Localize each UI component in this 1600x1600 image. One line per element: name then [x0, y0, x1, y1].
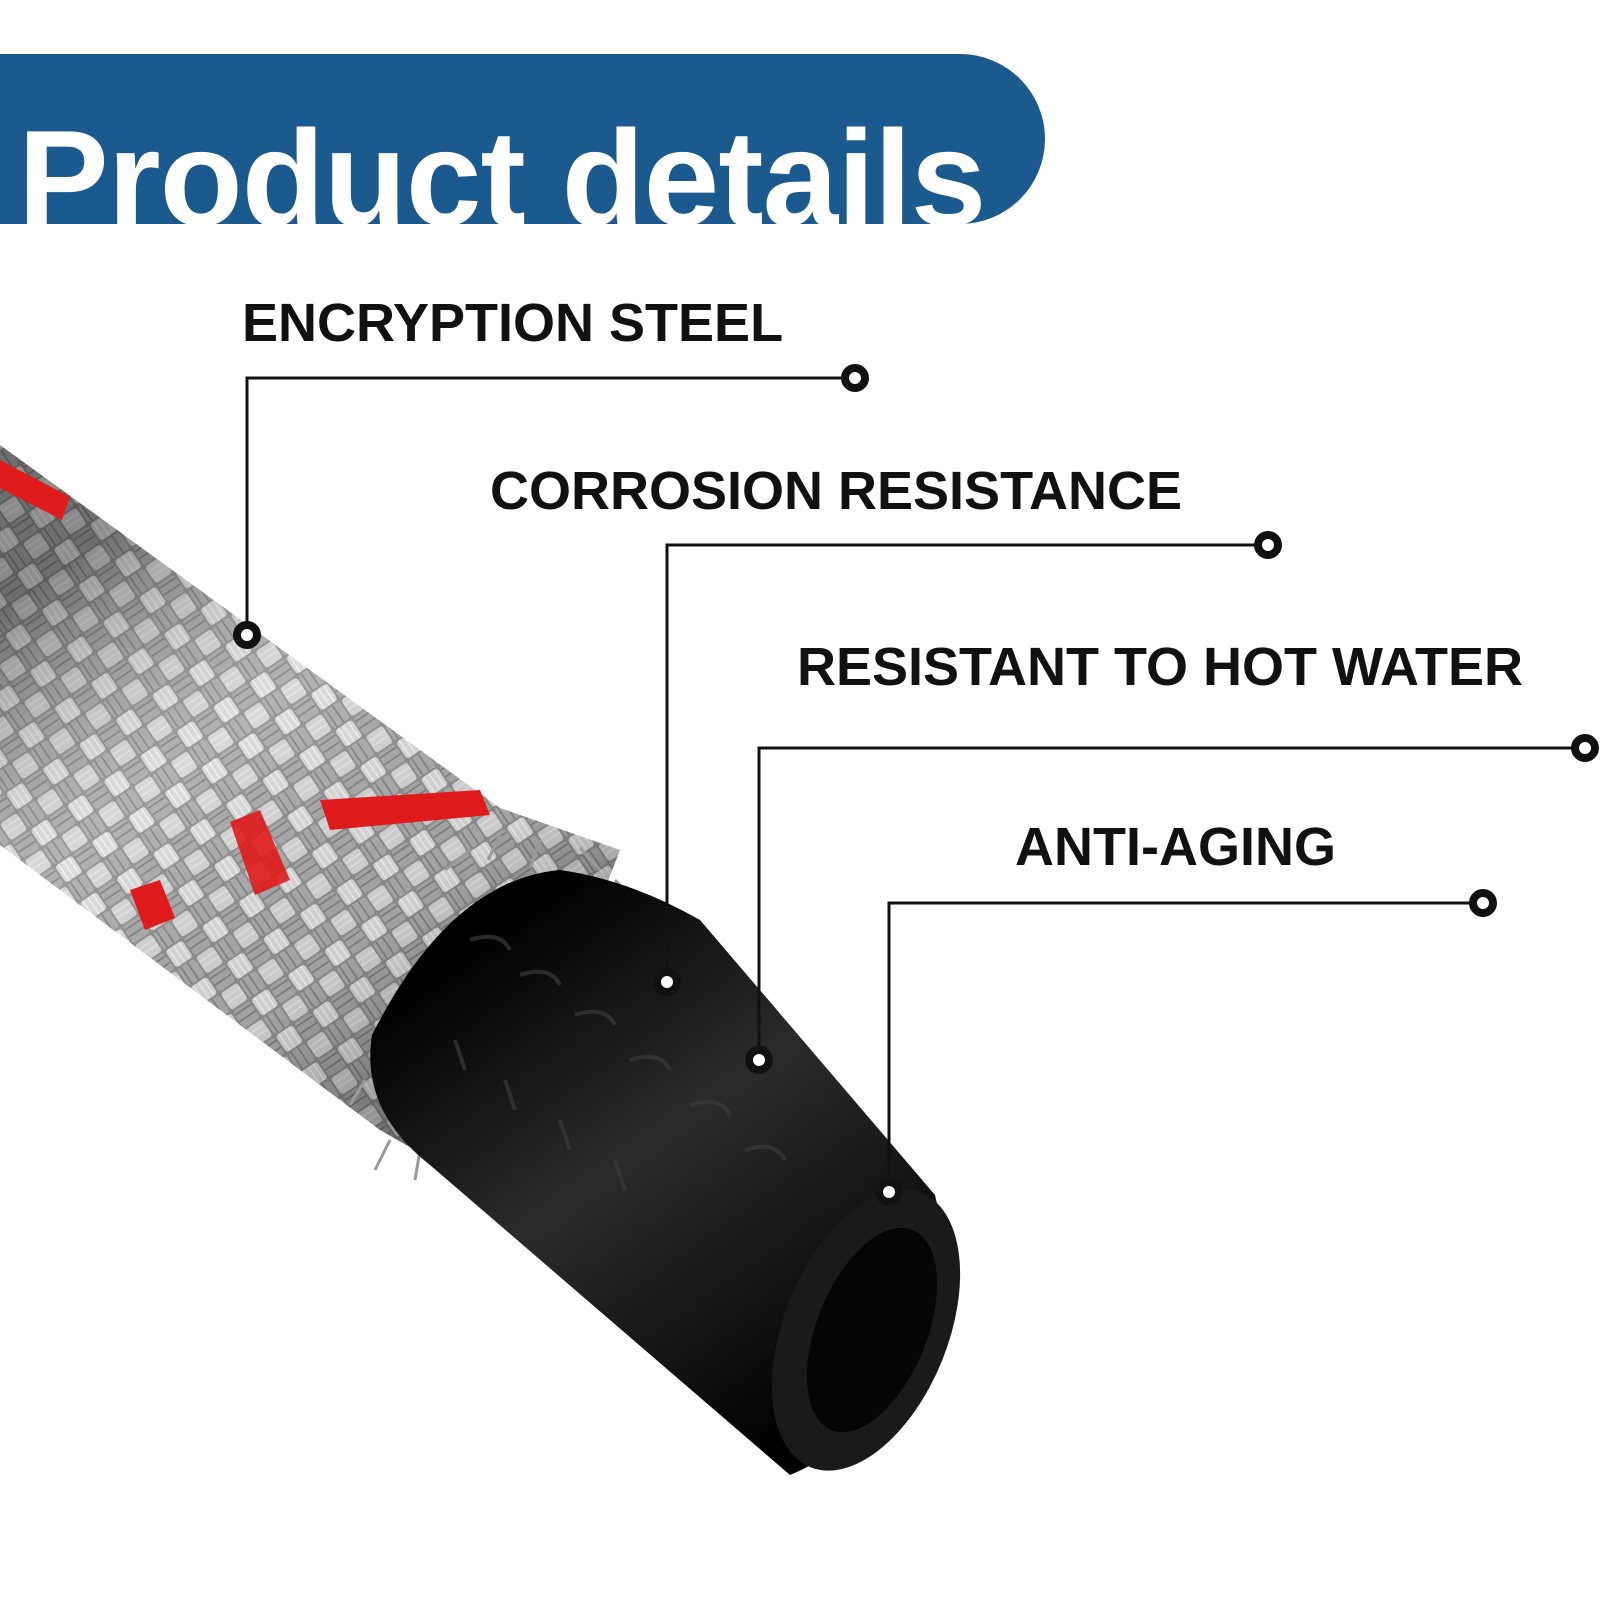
leader-corrosion-resistance	[665, 543, 1268, 982]
dot-icon	[653, 968, 681, 996]
dot-icon	[875, 1178, 903, 1206]
leader-anti-aging	[887, 901, 1483, 1192]
dot-icon	[745, 1046, 773, 1074]
dot-icon	[1571, 734, 1599, 762]
callout-label-corrosion-resistance: CORROSION RESISTANCE	[490, 461, 1183, 521]
page-title: Product details	[18, 102, 986, 254]
dot-icon	[233, 621, 261, 649]
red-tracer-stripe	[0, 460, 650, 945]
header-banner: Product details	[0, 54, 1045, 246]
leader-hot-water	[757, 746, 1585, 1060]
dot-icon	[1469, 889, 1497, 917]
leader-encryption-steel	[245, 376, 855, 635]
callout-dots	[233, 364, 1599, 1206]
dot-icon	[1254, 531, 1282, 559]
callout-label-encryption-steel: ENCRYPTION STEEL	[242, 293, 784, 353]
callout-label-hot-water: RESISTANT TO HOT WATER	[797, 637, 1523, 697]
hose-end-opening	[771, 1189, 961, 1471]
dot-icon	[841, 364, 869, 392]
callout-label-anti-aging: ANTI-AGING	[1015, 817, 1336, 877]
callout-leaders	[245, 376, 1585, 1192]
